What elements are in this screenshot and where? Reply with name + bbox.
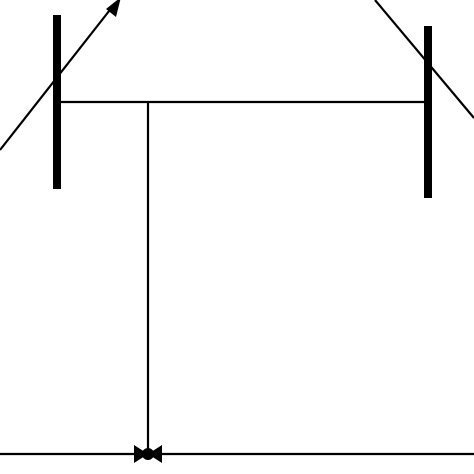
bowtie-icon xyxy=(134,445,162,463)
arrowhead-icon xyxy=(106,0,121,17)
dot-icon xyxy=(142,448,154,460)
